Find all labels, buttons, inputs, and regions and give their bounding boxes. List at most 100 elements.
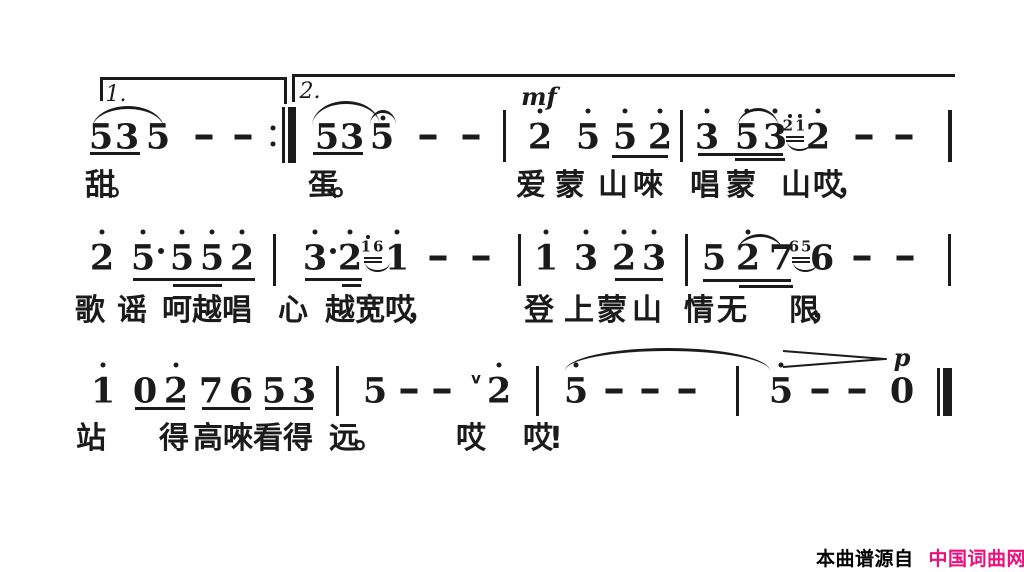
lyric-char: 远 <box>329 421 359 456</box>
grace-notes: 16 <box>360 237 386 256</box>
lyric-char: ， <box>406 293 436 328</box>
barline <box>943 368 952 416</box>
volta-tick <box>284 77 287 104</box>
duration-dash <box>896 255 914 261</box>
lyric-char: 。 <box>332 168 362 203</box>
lyric-char: 登 <box>524 293 554 328</box>
grace-underline <box>786 136 804 138</box>
octave-dot <box>179 229 185 235</box>
octave-dot <box>100 362 106 368</box>
breath-mark: v <box>471 369 481 388</box>
grace-underline <box>792 257 810 259</box>
lyric-char: 站 <box>76 421 106 456</box>
note-digit: 3 <box>339 116 365 158</box>
barline <box>336 366 339 416</box>
augmentation-dot <box>158 248 164 254</box>
duration-dash <box>429 255 447 261</box>
lyric-char: 得 <box>159 421 189 456</box>
barline <box>288 107 296 163</box>
note-digit: 5 <box>169 237 195 279</box>
duration-dash <box>605 388 623 394</box>
barline <box>282 107 285 163</box>
note-digit: 5 <box>314 116 340 158</box>
octave-dot <box>209 229 215 235</box>
duration-dash <box>811 388 829 394</box>
barline <box>518 234 521 286</box>
note-digit: 6 <box>809 237 835 279</box>
octave-dot <box>312 229 318 235</box>
beam-underline <box>342 284 361 287</box>
grace-octave-dot <box>366 235 370 239</box>
barline <box>736 366 739 416</box>
dynamic-marking: p <box>893 343 911 372</box>
beam-underline <box>698 153 783 156</box>
slur-arc <box>92 106 164 129</box>
footer-site-link[interactable]: 中国词曲网 <box>928 548 1024 570</box>
note-digit: 5 <box>145 116 171 158</box>
slur-arc <box>737 234 783 253</box>
duration-dash <box>433 388 451 394</box>
repeat-dot <box>270 125 276 131</box>
lyric-char: 山 <box>598 168 628 203</box>
note-digit: 5 <box>768 370 794 412</box>
octave-dot <box>745 229 751 235</box>
duration-dash <box>234 134 252 140</box>
octave-dot <box>239 229 245 235</box>
grace-notes: 65 <box>788 237 814 256</box>
volta-line <box>100 77 287 80</box>
lyric-char: 越 <box>325 293 355 328</box>
beam-underline <box>173 284 222 287</box>
slur-arc <box>312 101 380 126</box>
lyric-char: 得 <box>283 421 313 456</box>
lyric-char: 。 <box>108 168 138 203</box>
lyric-char: 无 <box>717 293 747 328</box>
beam-underline <box>135 407 185 410</box>
note-digit: 2 <box>89 237 115 279</box>
octave-dot <box>99 229 105 235</box>
note-digit: 2 <box>163 370 189 412</box>
footer-attribution: 本曲谱源自中国词曲网 <box>816 544 1024 571</box>
grace-octave-dot <box>798 114 802 118</box>
note-digit: 2 <box>486 370 512 412</box>
lyric-char: 唱 <box>222 293 252 328</box>
lyric-char: 情 <box>684 293 714 328</box>
lyric-char: 蛋 <box>308 168 338 203</box>
lyric-char: 呵 <box>162 293 192 328</box>
lyric-char: 限 <box>789 293 819 328</box>
lyric-char: 看 <box>253 421 283 456</box>
lyric-char: 唻 <box>633 168 663 203</box>
grace-tie-arc <box>787 141 812 151</box>
note-digit: 1 <box>533 237 559 279</box>
note-digit: 5 <box>612 116 638 158</box>
note-digit: 2 <box>647 116 673 158</box>
lyric-char: 甜 <box>85 168 115 203</box>
octave-dot <box>583 229 589 235</box>
volta-label: 1. <box>105 82 127 107</box>
note-digit: 2 <box>229 237 255 279</box>
lyric-char: 谣 <box>117 293 147 328</box>
beam-underline <box>202 407 250 410</box>
dynamic-marking: mf <box>521 82 557 111</box>
barline <box>273 234 276 286</box>
volta-label: 2. <box>299 79 321 104</box>
duration-dash <box>472 255 490 261</box>
note-digit: 7 <box>198 370 224 412</box>
duration-dash <box>400 388 418 394</box>
octave-dot <box>496 362 502 368</box>
slur-arc <box>737 108 779 129</box>
volta-line <box>292 74 955 77</box>
barline <box>536 366 539 416</box>
octave-dot <box>778 362 784 368</box>
note-digit: 2 <box>805 116 831 158</box>
lyric-char: ， <box>836 168 866 203</box>
octave-dot <box>573 362 579 368</box>
duration-dash <box>853 255 871 261</box>
duration-dash <box>848 388 866 394</box>
lyric-char: 越 <box>192 293 222 328</box>
note-digit: 2 <box>527 116 553 158</box>
lyric-char: 高 <box>193 421 223 456</box>
fermata-dot <box>380 115 386 121</box>
octave-dot <box>537 108 543 114</box>
note-digit: 1 <box>384 237 410 279</box>
note-digit: 0 <box>889 370 915 412</box>
